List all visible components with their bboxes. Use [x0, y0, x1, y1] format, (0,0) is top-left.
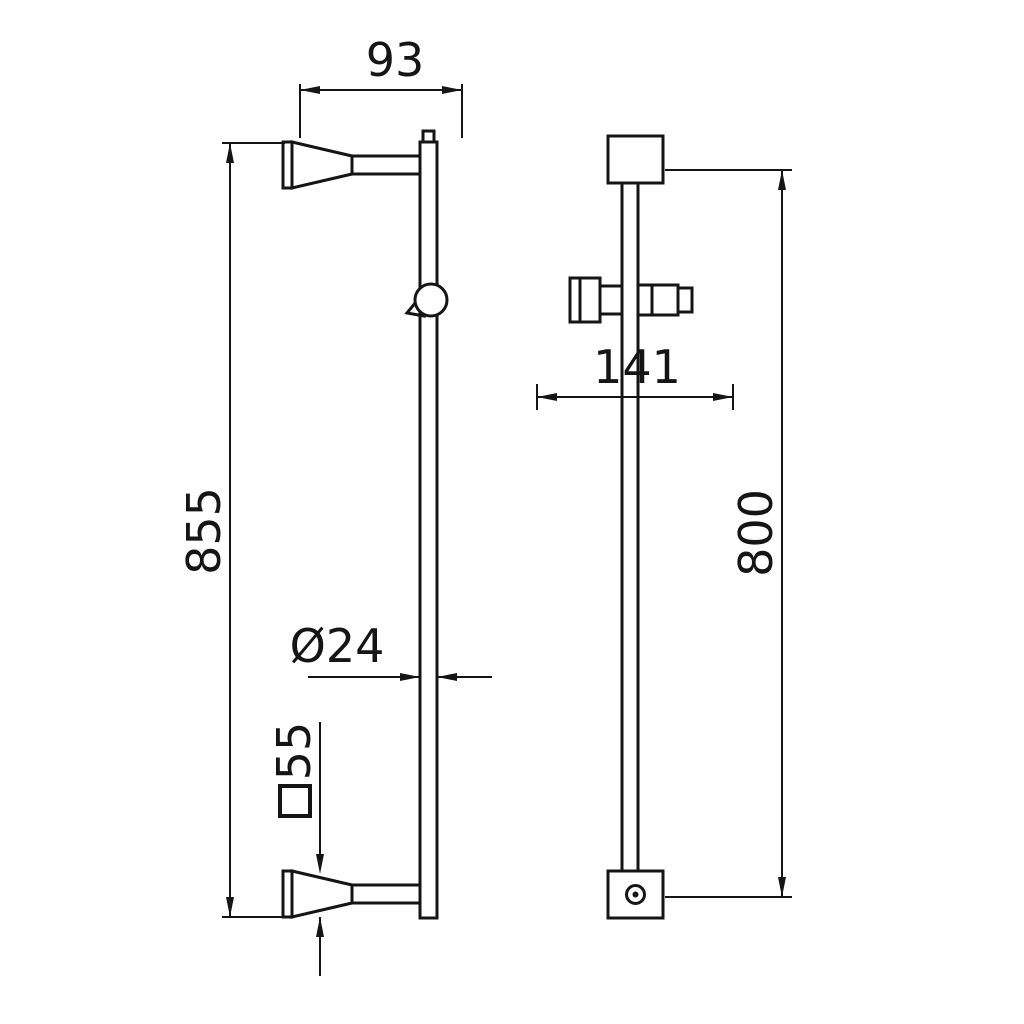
dim-855-label: 855	[177, 487, 231, 575]
arrowhead-down	[778, 877, 786, 897]
bottom-bracket-arm	[350, 883, 422, 905]
dim-93-label: 93	[366, 33, 425, 87]
arrowhead-right	[442, 86, 462, 94]
dim-141-label: 141	[593, 340, 681, 394]
rail-side	[418, 140, 439, 920]
arrowhead-down	[226, 897, 234, 917]
rail-front	[620, 148, 640, 910]
bottom-escutcheon	[606, 869, 665, 920]
rail-top-cap	[421, 129, 436, 144]
arrowhead-up	[778, 170, 786, 190]
slider-knob	[413, 282, 449, 318]
screw-outer	[625, 884, 646, 905]
holder-socket	[636, 283, 680, 317]
dim-55-label: 55	[267, 722, 321, 781]
bottom-wall-bracket	[281, 869, 422, 919]
dim-141-group: 141	[536, 340, 734, 410]
holder-front	[568, 276, 694, 324]
dim-diameter-label: Ø24	[290, 619, 385, 673]
bottom-escutcheon-group	[606, 869, 665, 920]
arrowhead-up	[226, 143, 234, 163]
arrowhead-left	[537, 393, 557, 401]
slider-side	[404, 282, 449, 318]
arrowhead-up	[316, 917, 324, 937]
square-section-symbol	[278, 784, 312, 818]
top-bracket-arm	[350, 154, 422, 176]
holder-mid-block	[598, 284, 624, 316]
top-wall-bracket	[281, 140, 422, 190]
dim-diameter-group: Ø24	[290, 619, 492, 681]
holder-left-clamp	[568, 276, 602, 324]
dim-855-group: 855	[177, 142, 285, 918]
arrowhead-right	[400, 673, 420, 681]
screw-inner	[632, 891, 639, 898]
holder-socket-cap	[676, 286, 694, 314]
arrowhead-down	[316, 854, 324, 874]
side-view	[281, 129, 449, 920]
top-escutcheon	[606, 134, 665, 185]
front-view	[568, 134, 694, 920]
arrowhead-left	[437, 673, 457, 681]
dim-800-group: 800	[665, 169, 792, 898]
arrowhead-right	[713, 393, 733, 401]
top-bracket-cone	[290, 140, 354, 190]
arrowhead-left	[300, 86, 320, 94]
dim-93-group: 93	[299, 33, 463, 138]
dim-800-label: 800	[729, 489, 783, 577]
bottom-bracket-cone	[290, 869, 354, 919]
dim-55-group: 55	[267, 722, 324, 976]
